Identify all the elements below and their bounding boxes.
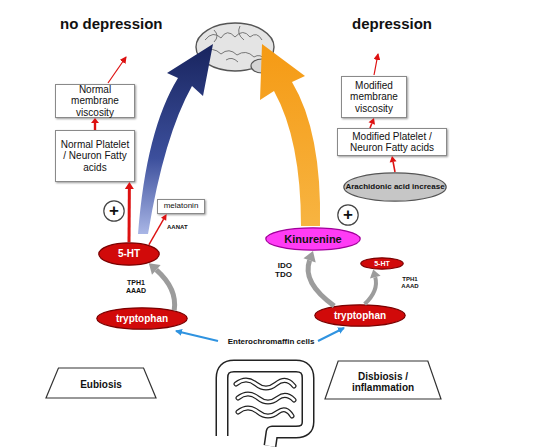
- connector-arrow: [149, 263, 175, 310]
- brain-gyri: [203, 26, 266, 62]
- gut-state-trapezoid: Eubiosis: [45, 367, 157, 399]
- node-text: Eubiosis: [80, 379, 122, 390]
- enzyme-label: TPH1 AAAD: [395, 276, 425, 289]
- arrow-head: [149, 263, 161, 275]
- node-text: +: [109, 201, 119, 220]
- ellipse-shape: [97, 308, 187, 329]
- no-depression-pathway-arrow: [138, 44, 213, 234]
- enterochromaffin-arrow: [176, 331, 218, 341]
- metabolite-ellipse: Arachidonic acid increase: [343, 172, 447, 202]
- connector-line: [156, 270, 174, 310]
- connector-arrow: [91, 118, 99, 130]
- arrow-head: [370, 269, 381, 278]
- node-text: 5-HT: [374, 260, 390, 268]
- node-text: melatonin: [164, 202, 199, 211]
- metabolite-ellipse: tryptophan: [314, 304, 406, 327]
- connector-arrow: [365, 269, 381, 304]
- depression-pathway-arrow: [260, 44, 320, 226]
- enzyme-label: IDO TDO: [262, 262, 292, 280]
- ellipse-shape: [344, 173, 446, 201]
- node-text: Kinurenine: [284, 233, 341, 245]
- gut-state-trapezoid: Disbiosis / inflammation: [324, 360, 442, 400]
- ellipse-shape: [361, 258, 403, 269]
- node-text: +: [343, 205, 353, 224]
- outcome-title: depression: [352, 16, 462, 33]
- outcome-box: Modified membrane viscosity: [341, 76, 407, 118]
- arrow-head: [125, 182, 134, 189]
- leader-arrow: [108, 57, 126, 83]
- connector-line: [94, 123, 96, 130]
- node-text: tryptophan: [334, 310, 386, 321]
- arrow-head: [91, 118, 99, 123]
- trapezoid-shape: [46, 368, 156, 398]
- process-box: Modified Platelet / Neuron Fatty acids: [337, 128, 447, 156]
- arrow-head: [390, 156, 397, 163]
- node-text: 5-HT: [118, 248, 140, 259]
- process-box: Normal Platelet / Neuron Fatty acids: [55, 130, 135, 182]
- connector-line: [393, 162, 395, 172]
- plus-circle: +: [337, 204, 359, 226]
- metabolite-ellipse: 5-HT: [98, 242, 160, 266]
- node-text: Modified membrane viscosity: [345, 80, 403, 114]
- outcome-title: no depression: [60, 16, 190, 33]
- connector-arrow: [125, 182, 134, 242]
- connector-arrow: [303, 251, 334, 306]
- trapezoid-shape: [325, 361, 441, 399]
- metabolite-box: melatonin: [157, 199, 205, 214]
- node-text: tryptophan: [116, 313, 168, 324]
- small-intestine-outline: [236, 380, 294, 416]
- arrow-head: [303, 251, 315, 263]
- node-text: Disbiosis / inflammation: [336, 371, 430, 393]
- intestine-illustration: [222, 366, 308, 446]
- connector-line: [149, 219, 164, 245]
- ellipse-shape: [338, 205, 358, 225]
- arrow-head: [161, 214, 167, 221]
- node-text: Modified Platelet / Neuron Fatty acids: [341, 131, 443, 153]
- enterochromaffin-arrow: [318, 328, 344, 341]
- node-text: Arachidonic acid increase: [345, 183, 444, 192]
- connector-arrow: [390, 156, 397, 172]
- colon-outline: [222, 366, 308, 446]
- node-text: Normal membrane viscosity: [59, 84, 131, 118]
- node-text: Normal Platelet / Neuron Fatty acids: [59, 139, 131, 173]
- leader-arrow: [374, 54, 378, 75]
- ellipse-shape: [104, 201, 124, 221]
- connector-line: [128, 189, 131, 242]
- metabolite-ellipse: Kinurenine: [265, 227, 361, 251]
- ellipse-shape: [99, 243, 159, 265]
- enzyme-label: TPH1 AAAD: [121, 279, 151, 294]
- arrow-head: [369, 118, 375, 125]
- plus-circle: +: [103, 200, 125, 222]
- metabolite-ellipse: 5-HT: [360, 257, 404, 270]
- connector-arrow: [149, 214, 167, 245]
- connector-line: [365, 277, 376, 304]
- metabolite-ellipse: tryptophan: [96, 307, 188, 330]
- small-intestine-fill: [236, 380, 294, 416]
- colon-fill: [222, 366, 308, 446]
- connector-line: [308, 260, 334, 306]
- enzyme-label: AANAT: [167, 224, 201, 231]
- ellipse-shape: [315, 305, 405, 326]
- ellipse-shape: [266, 228, 360, 250]
- connector-arrow: [369, 118, 375, 128]
- cell-label: Enterochromaffin cells: [196, 338, 346, 347]
- outcome-box: Normal membrane viscosity: [55, 84, 135, 118]
